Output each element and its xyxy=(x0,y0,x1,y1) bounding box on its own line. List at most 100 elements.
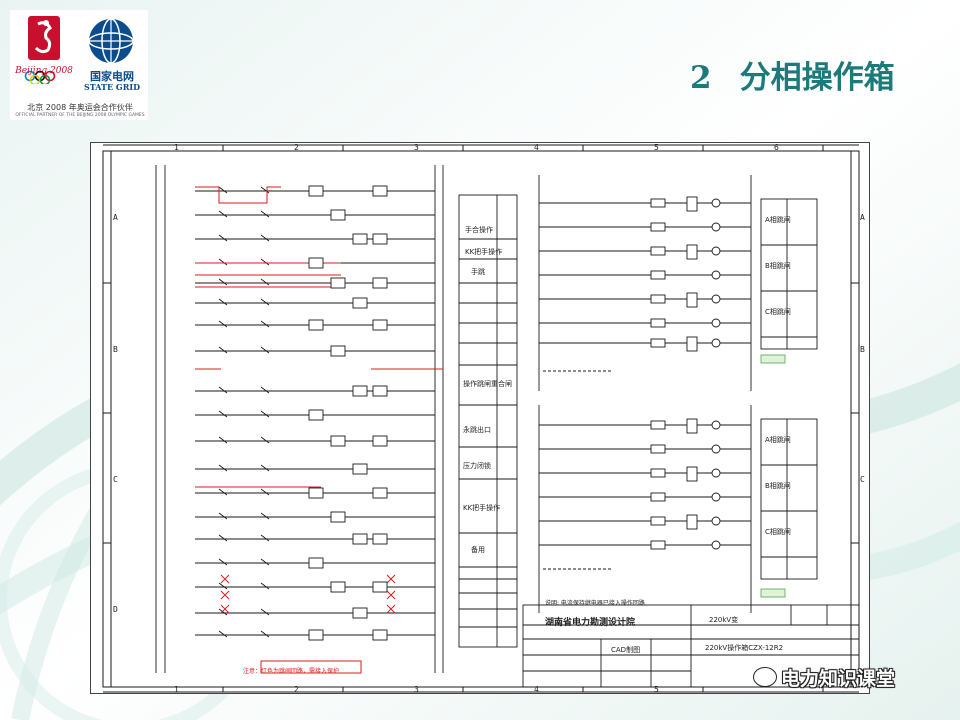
relay-coil xyxy=(352,385,368,397)
function-label: 手合操作 xyxy=(465,226,493,234)
indicator-lamp xyxy=(711,270,721,280)
function-label: 永跳出口 xyxy=(463,426,491,434)
circuit-schematic: 1 2 3 4 5 6 1 2 3 4 5 A B C D A B C 手合操作… xyxy=(90,142,870,694)
relay-coil xyxy=(308,409,324,421)
red-x-mark xyxy=(220,590,230,600)
relay-coil xyxy=(352,297,368,309)
schematic-line xyxy=(218,258,228,266)
schematic-line xyxy=(260,298,270,306)
relay-coil xyxy=(308,557,324,569)
relay-coil xyxy=(330,209,346,221)
phase-label: A相跳闸 xyxy=(765,436,791,444)
schematic-line xyxy=(218,608,228,616)
trip-coil xyxy=(650,294,666,304)
phase-label: B相跳闸 xyxy=(765,482,791,490)
column-number: 4 xyxy=(534,685,539,694)
schematic-line xyxy=(218,386,228,394)
schematic-line xyxy=(260,464,270,472)
relay-coil xyxy=(372,435,388,447)
schematic-line xyxy=(218,234,228,242)
relay-coil xyxy=(308,629,324,641)
row-letter: B xyxy=(860,345,865,354)
red-x-mark xyxy=(386,604,396,614)
function-table xyxy=(458,194,518,648)
relay-coil xyxy=(372,385,388,397)
relay-coil xyxy=(330,435,346,447)
phase-label: C相跳闸 xyxy=(765,308,791,316)
schematic-line xyxy=(218,278,228,286)
trip-coil xyxy=(650,222,666,232)
phase-label: A相跳闸 xyxy=(765,216,791,224)
red-x-mark xyxy=(220,574,230,584)
watermark: 电力知识课堂 xyxy=(753,664,943,692)
phase-table xyxy=(760,418,818,580)
partner-cn-text: 北京 2008 年奥运会合作伙伴 xyxy=(27,103,133,112)
logo-block: Beijing 2008 国家电网 STATE GRID 北京 2008 年奥运… xyxy=(10,10,148,120)
row-letter: A xyxy=(113,213,118,222)
schematic-line xyxy=(260,278,270,286)
relay-coil xyxy=(330,581,346,593)
phase-label: C相跳闸 xyxy=(765,528,791,536)
schematic-line xyxy=(260,558,270,566)
row-letter: B xyxy=(113,345,118,354)
trip-coil xyxy=(650,420,666,430)
schematic-line xyxy=(218,410,228,418)
indicator-lamp xyxy=(711,246,721,256)
red-x-mark xyxy=(220,604,230,614)
trip-coil xyxy=(650,444,666,454)
indicator-lamp xyxy=(711,444,721,454)
column-number: 6 xyxy=(774,143,779,152)
relay-coil xyxy=(352,233,368,245)
indicator-lamp xyxy=(711,516,721,526)
relay-coil xyxy=(372,581,388,593)
column-number: 4 xyxy=(534,143,539,152)
row-letter: A xyxy=(860,213,865,222)
relay-coil xyxy=(330,345,346,357)
indicator-lamp xyxy=(711,222,721,232)
trip-coil xyxy=(650,540,666,550)
schematic-line xyxy=(218,210,228,218)
column-number: 5 xyxy=(654,143,659,152)
trip-coil xyxy=(650,270,666,280)
relay-coil xyxy=(372,319,388,331)
schematic-drawing xyxy=(102,144,860,693)
relay-coil xyxy=(686,336,698,352)
schematic-line xyxy=(218,186,228,194)
title-block-institute: 湖南省电力勘测设计院 xyxy=(545,618,636,628)
schematic-line xyxy=(218,464,228,472)
relay-coil xyxy=(686,292,698,308)
trip-coil xyxy=(650,198,666,208)
row-letter: C xyxy=(113,475,118,484)
red-x-mark xyxy=(386,590,396,600)
row-letter: D xyxy=(113,605,118,614)
slide-title-text: 分相操作箱 xyxy=(739,60,895,96)
title-block-drawing-name: 220kV操作箱CZX-12R2 xyxy=(705,644,784,652)
indicator-lamp xyxy=(711,420,721,430)
schematic-line xyxy=(218,534,228,542)
relay-coil xyxy=(372,533,388,545)
relay-coil xyxy=(372,277,388,289)
relay-coil xyxy=(352,607,368,619)
title-block-note: 说明: 电流保持继电器已接入操作回路 xyxy=(545,600,645,607)
relay-coil xyxy=(308,185,324,197)
schematic-line xyxy=(260,320,270,328)
schematic-line xyxy=(218,582,228,590)
green-note-tag xyxy=(760,588,786,598)
relay-coil xyxy=(330,277,346,289)
schematic-line xyxy=(260,534,270,542)
schematic-line xyxy=(218,320,228,328)
schematic-line xyxy=(260,436,270,444)
state-grid-cn-label: 国家电网 xyxy=(90,70,134,83)
relay-coil xyxy=(686,196,698,212)
trip-coil xyxy=(650,318,666,328)
indicator-lamp xyxy=(711,468,721,478)
slide-header: Beijing 2008 国家电网 STATE GRID 北京 2008 年奥运… xyxy=(0,0,960,130)
title-block-cad-label: CAD制图 xyxy=(611,646,641,654)
schematic-line xyxy=(260,630,270,638)
function-label: 手跳 xyxy=(471,268,485,276)
function-label: KK把手操作 xyxy=(465,248,503,256)
schematic-line xyxy=(260,234,270,242)
red-trip-wire xyxy=(195,186,281,204)
schematic-line xyxy=(218,346,228,354)
